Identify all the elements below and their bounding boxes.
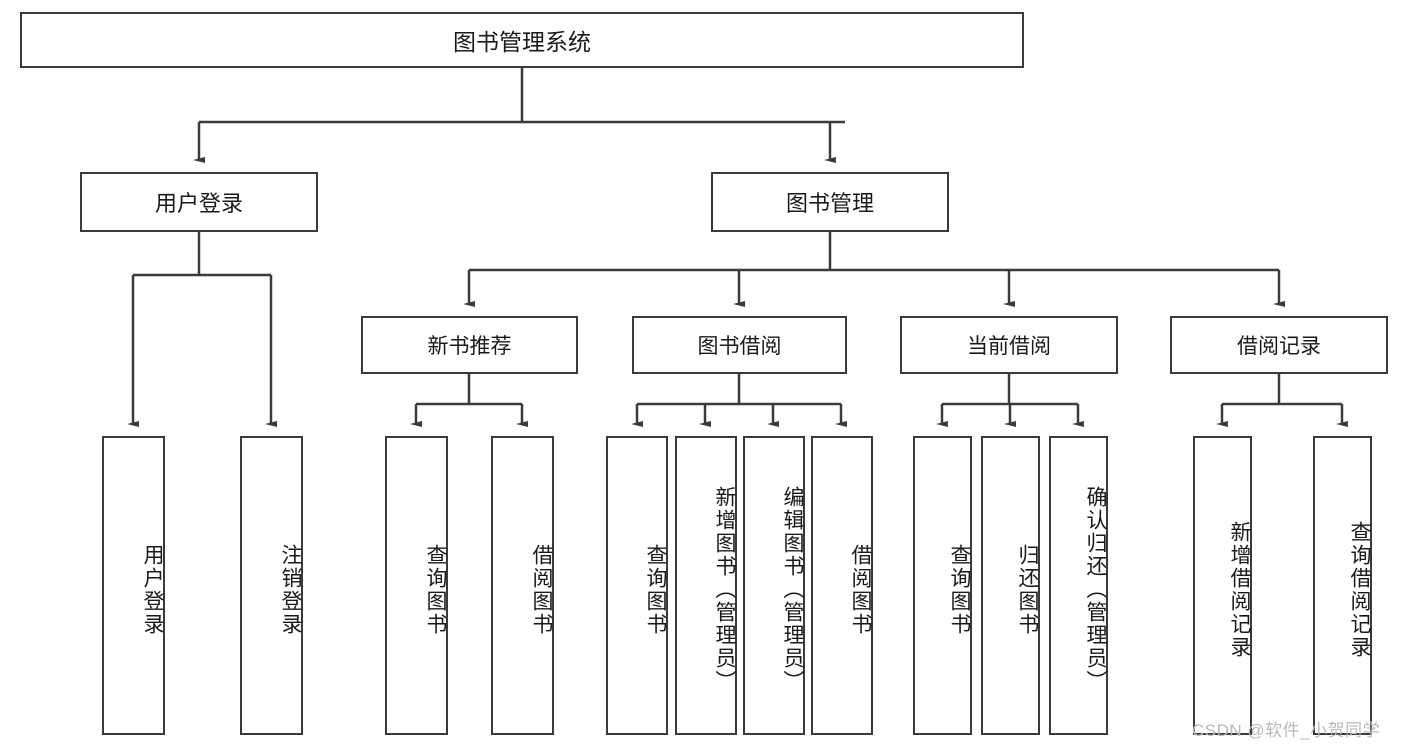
node-label: 图书借阅	[697, 335, 782, 358]
node-label: 查询图书	[948, 543, 971, 636]
node-leaf-confirm-return[interactable]: 确认归还（管理员）	[1049, 436, 1108, 735]
node-label: 新增借阅记录	[1228, 520, 1251, 659]
node-current-borrow[interactable]: 当前借阅	[900, 316, 1118, 374]
node-root-book-management-system[interactable]: 图书管理系统	[20, 12, 1024, 68]
node-label: 图书管理	[785, 191, 874, 216]
node-label: 用户登录	[141, 543, 164, 636]
node-label: 查询图书	[424, 543, 447, 636]
node-label: 当前借阅	[967, 335, 1051, 358]
node-book-borrow[interactable]: 图书借阅	[632, 316, 847, 374]
node-leaf-edit-book[interactable]: 编辑图书（管理员）	[743, 436, 805, 735]
node-leaf-return-book[interactable]: 归还图书	[981, 436, 1040, 735]
node-label: 新增图书（管理员）	[713, 486, 736, 693]
node-label: 图书管理系统	[453, 29, 591, 55]
node-label: 归还图书	[1016, 543, 1039, 636]
node-leaf-borrow-book-recommend[interactable]: 借阅图书	[491, 436, 554, 735]
node-leaf-user-login[interactable]: 用户登录	[102, 436, 165, 735]
node-label: 新书推荐	[427, 335, 512, 358]
node-user-login[interactable]: 用户登录	[80, 172, 318, 232]
node-leaf-query-book-current[interactable]: 查询图书	[913, 436, 972, 735]
node-label: 注销登录	[279, 543, 302, 636]
node-new-book-recommend[interactable]: 新书推荐	[361, 316, 578, 374]
node-leaf-add-book[interactable]: 新增图书（管理员）	[675, 436, 737, 735]
node-label: 确认归还（管理员）	[1084, 486, 1107, 693]
node-label: 借阅图书	[849, 543, 872, 636]
node-label: 编辑图书（管理员）	[781, 486, 804, 693]
node-leaf-query-book-borrow[interactable]: 查询图书	[606, 436, 668, 735]
node-borrow-record[interactable]: 借阅记录	[1170, 316, 1388, 374]
node-leaf-query-borrow-record[interactable]: 查询借阅记录	[1313, 436, 1372, 735]
node-label: 借阅记录	[1237, 335, 1321, 358]
node-label: 查询借阅记录	[1348, 520, 1371, 659]
node-leaf-user-logout[interactable]: 注销登录	[240, 436, 303, 735]
node-label: 用户登录	[154, 191, 243, 216]
node-book-management[interactable]: 图书管理	[711, 172, 949, 232]
node-leaf-borrow-book[interactable]: 借阅图书	[811, 436, 873, 735]
node-label: 借阅图书	[530, 543, 553, 636]
node-label: 查询图书	[644, 543, 667, 636]
node-leaf-query-book-recommend[interactable]: 查询图书	[385, 436, 448, 735]
csdn-watermark: CSDN @软件_小贺同学	[1192, 721, 1381, 740]
node-leaf-add-borrow-record[interactable]: 新增借阅记录	[1193, 436, 1252, 735]
